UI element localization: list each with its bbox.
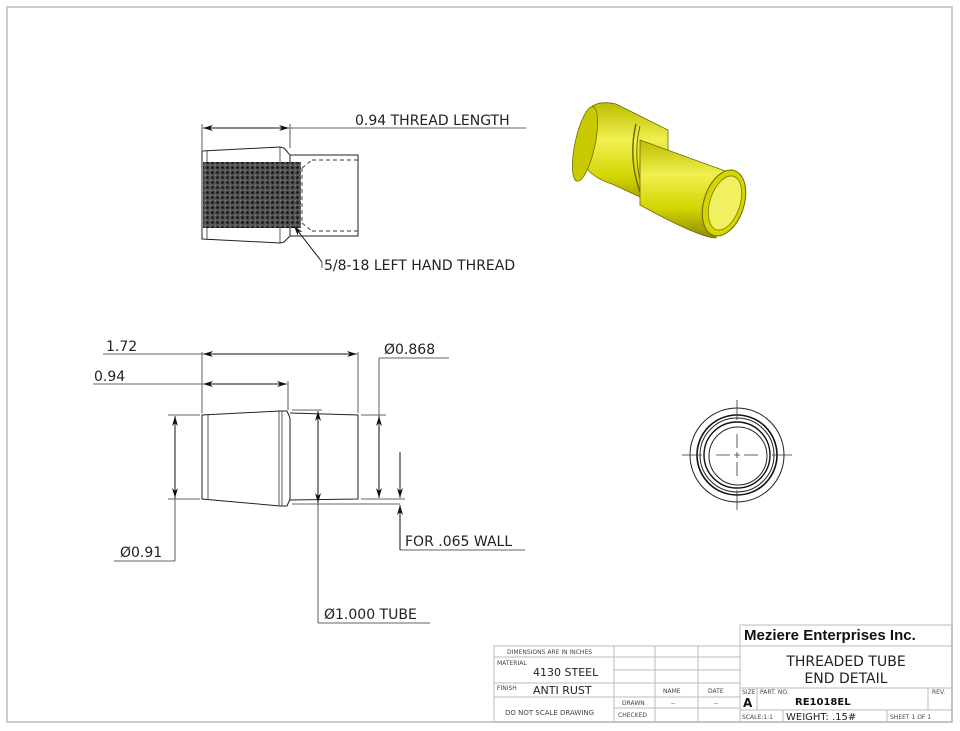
title-block: DIMENSIONS ARE IN INCHES MATERIAL 4130 S… — [493, 624, 953, 723]
drawn-date: -- — [714, 700, 718, 707]
drawing-title-line2: END DETAIL — [804, 671, 887, 687]
finish-value: ANTI RUST — [533, 684, 592, 697]
checked-label: CHECKED — [618, 712, 647, 719]
company-name: Meziere Enterprises Inc. — [744, 627, 916, 644]
thread-length-label: 0.94 THREAD LENGTH — [355, 113, 510, 129]
front-view: 1.72 0.94 Ø0.91 Ø1.000 TUBE Ø0.868 FOR .… — [93, 339, 525, 624]
material-label: MATERIAL — [497, 660, 527, 667]
scale-value: SCALE:1:1 — [742, 714, 773, 721]
rev-label: REV. — [932, 689, 945, 696]
end-view — [682, 400, 792, 510]
drawn-name: -- — [671, 700, 675, 707]
finish-label: FINISH — [497, 685, 517, 692]
size-value: A — [743, 696, 753, 710]
wall-dim: FOR .065 WALL — [405, 534, 512, 550]
sheet-border — [6, 6, 953, 723]
drawn-label: DRAWN — [622, 700, 645, 707]
tube-id-dim: Ø0.868 — [384, 342, 435, 358]
body-dia-dim: Ø0.91 — [120, 545, 162, 561]
sheet-value: SHEET 1 OF 1 — [890, 714, 931, 721]
size-label: SIZE — [742, 689, 756, 696]
top-view: 0.94 THREAD LENGTH 5/8-18 LEFT HAND THRE… — [201, 113, 526, 274]
weight-value: WEIGHT: .15# — [786, 712, 856, 723]
thread-length-dim: 0.94 — [94, 369, 125, 385]
tube-dia-dim: Ø1.000 TUBE — [324, 607, 417, 623]
scale-note: DO NOT SCALE DRAWING — [505, 709, 594, 717]
part-no-label: PART. NO. — [760, 689, 789, 696]
material-value: 4130 STEEL — [533, 666, 599, 679]
part-no-value: RE1018EL — [795, 697, 851, 708]
thread-spec-label: 5/8-18 LEFT HAND THREAD — [324, 258, 515, 274]
overall-length-dim: 1.72 — [106, 339, 137, 355]
isometric-view — [572, 102, 747, 239]
drawing-title-line1: THREADED TUBE — [785, 654, 905, 670]
dimensions-note: DIMENSIONS ARE IN INCHES — [507, 649, 592, 656]
name-header: NAME — [663, 688, 681, 695]
date-header: DATE — [708, 688, 724, 695]
